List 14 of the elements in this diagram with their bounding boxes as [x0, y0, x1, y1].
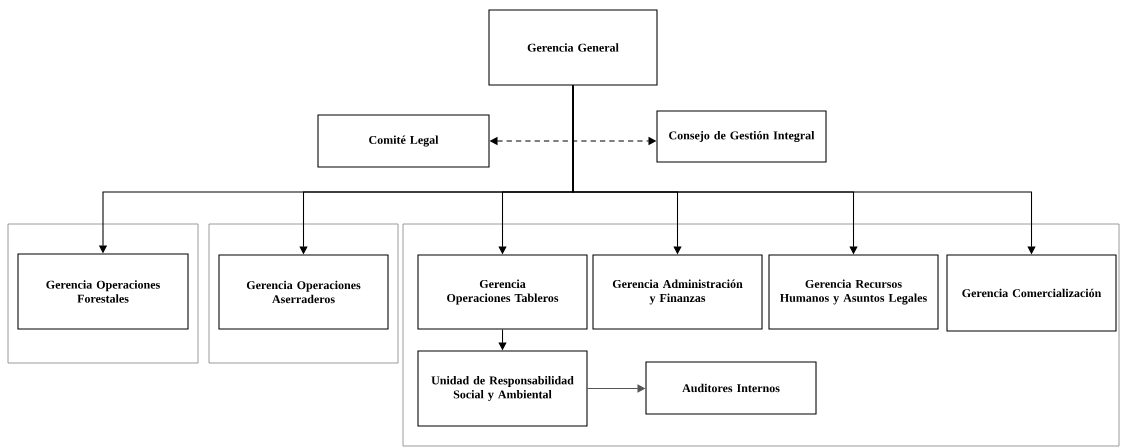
org-box: Unidad de Responsabilidad Social y Ambiental [417, 350, 588, 427]
org-box: Gerencia General [488, 9, 658, 86]
group-frame [7, 223, 199, 364]
org-box: Comité Legal [317, 114, 490, 168]
org-box: Consejo de Gestión Integral [656, 110, 827, 163]
org-box: Gerencia Operaciones Forestales [17, 253, 189, 330]
org-box: Gerencia Operaciones Tableros [417, 254, 588, 330]
org-box: Gerencia Recursos Humanos y Asuntos Legales [768, 254, 939, 330]
org-box: Gerencia Operaciones Aserraderos [218, 254, 389, 330]
group-frame [402, 223, 1120, 447]
org-box: Auditores Internos [645, 361, 817, 415]
org-box: Gerencia Comercialización [946, 254, 1117, 332]
group-frame [208, 223, 399, 364]
org-box: Gerencia Administración y Finanzas [592, 254, 763, 330]
